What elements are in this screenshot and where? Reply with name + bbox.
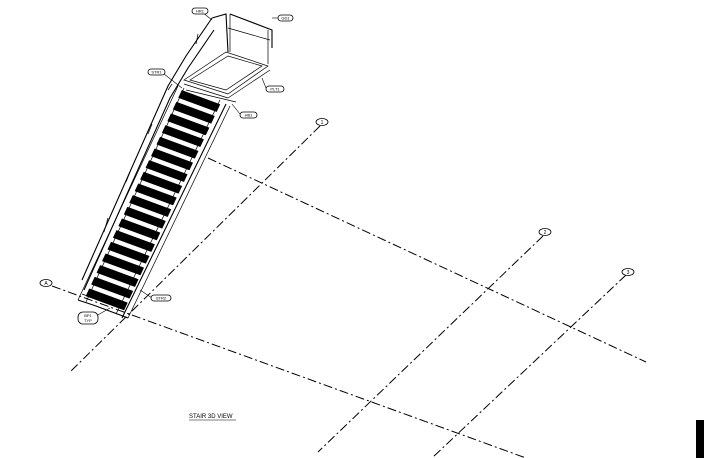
tag-stringer-top: STR1 bbox=[147, 68, 183, 89]
tag-stringer-bottom-label: STR2 bbox=[156, 296, 167, 301]
stair-tread bbox=[150, 148, 194, 171]
platform-rail-back bbox=[229, 13, 273, 48]
stair-tread bbox=[91, 276, 134, 299]
grid-bubble-1-label: 1 bbox=[321, 120, 324, 126]
handrail-left-top bbox=[81, 17, 213, 281]
platform-edge-front bbox=[183, 83, 229, 99]
platform-rail-mid bbox=[227, 27, 271, 41]
post-2 bbox=[125, 171, 131, 183]
stair-tread bbox=[107, 241, 150, 264]
tag-header-label: HB1 bbox=[245, 113, 254, 118]
post-4 bbox=[167, 83, 173, 91]
platform-deck bbox=[183, 51, 269, 95]
grid-bubble-1: 1 bbox=[315, 118, 329, 126]
tag-gate-label: GD1 bbox=[281, 16, 290, 21]
platform-deck-inner bbox=[189, 55, 263, 91]
stair-tread bbox=[129, 195, 172, 217]
stair-tread bbox=[85, 288, 128, 311]
grid-bubble-a-label: A bbox=[44, 281, 48, 287]
platform-edge-right bbox=[227, 69, 271, 99]
stair-tread bbox=[167, 113, 210, 136]
tag-base-plate-line2: TYP bbox=[84, 318, 92, 323]
stair-tread bbox=[96, 265, 139, 287]
tag-hr-top-label: HR1 bbox=[196, 9, 205, 14]
post-5 bbox=[195, 33, 199, 45]
stair-tread bbox=[140, 171, 183, 194]
grid-bubble-3: 3 bbox=[621, 268, 635, 276]
grid-bubble-a: A bbox=[39, 279, 53, 287]
view-title-block: STAIR 3D VIEW bbox=[189, 414, 236, 421]
tag-gate: GD1 bbox=[272, 14, 294, 22]
grid-bubble-2-label: 2 bbox=[544, 230, 547, 236]
stringer-right-outer bbox=[121, 103, 227, 319]
grid-lines bbox=[51, 125, 647, 458]
tag-hr-top: HR1 bbox=[191, 7, 213, 21]
handrail-left-mid bbox=[83, 29, 215, 291]
grid-line-row-a bbox=[51, 285, 527, 458]
stair-tread bbox=[112, 230, 155, 252]
grid-bubble-3-label: 3 bbox=[627, 270, 630, 276]
stair-treads bbox=[85, 90, 221, 311]
stair-tread bbox=[156, 136, 199, 159]
platform-rail-left bbox=[211, 13, 229, 53]
tag-platform-label: PLT1 bbox=[270, 87, 280, 92]
stair-tread bbox=[118, 218, 161, 241]
platform-header-beam bbox=[185, 89, 237, 103]
grid-bubble-2: 2 bbox=[538, 228, 552, 236]
stair-tread bbox=[123, 206, 166, 229]
stair-tread bbox=[178, 90, 221, 112]
grid-line-1 bbox=[69, 125, 321, 373]
stair-base bbox=[77, 299, 129, 319]
stair-assembly bbox=[77, 13, 273, 319]
tag-base-plate-line1: BP1 bbox=[84, 313, 92, 318]
sheet-edge-block bbox=[696, 420, 704, 458]
stair-tread bbox=[134, 183, 177, 206]
post-1 bbox=[103, 217, 109, 233]
grid-line-3 bbox=[431, 274, 627, 458]
tag-stringer-bottom: STR2 bbox=[139, 289, 172, 302]
stair-tread bbox=[172, 101, 215, 124]
post-3 bbox=[147, 123, 153, 135]
stringer-left-outer bbox=[77, 85, 179, 301]
tag-platform: PLT1 bbox=[261, 77, 285, 93]
stair-tread bbox=[101, 253, 145, 276]
tag-header: HB1 bbox=[231, 103, 258, 119]
grid-line-2 bbox=[317, 235, 544, 453]
grid-line-row-upper bbox=[207, 157, 647, 363]
view-title: STAIR 3D VIEW bbox=[189, 414, 233, 420]
tag-base-plate: BP1 TYP bbox=[77, 307, 111, 325]
stair-tread bbox=[145, 160, 188, 182]
tag-stringer-top-label: STR1 bbox=[151, 70, 162, 75]
stringer-right-bottom bbox=[127, 105, 231, 319]
stair-tread bbox=[161, 125, 204, 147]
